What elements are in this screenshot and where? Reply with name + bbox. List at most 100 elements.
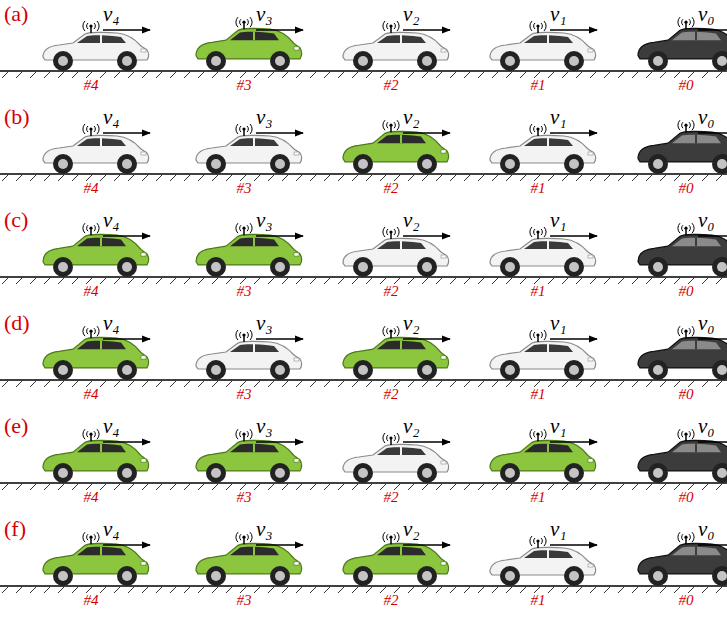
wheel — [417, 360, 437, 380]
wheel — [564, 154, 584, 174]
car-window — [230, 344, 279, 352]
velocity-arrow — [698, 338, 727, 339]
antenna-icon — [83, 429, 99, 441]
antenna-icon — [678, 326, 694, 338]
wheel — [648, 566, 668, 586]
car-icon — [638, 120, 727, 174]
hub — [122, 365, 132, 375]
wheel — [53, 51, 73, 71]
vehicle-number: #4 — [84, 284, 99, 299]
headlight — [294, 562, 299, 565]
hub — [211, 56, 221, 66]
wheel — [564, 51, 584, 71]
hub — [58, 262, 68, 272]
wheel — [417, 257, 437, 277]
velocity-label: v₃ — [256, 107, 273, 128]
wheel — [648, 154, 668, 174]
row-letter: (d) — [4, 312, 30, 334]
wheel — [206, 51, 226, 71]
vehicle-number: #0 — [679, 78, 694, 93]
antenna-icon — [678, 429, 694, 441]
velocity-arrow — [698, 235, 727, 236]
window-pillar — [547, 344, 549, 352]
hub — [569, 56, 579, 66]
car-window — [230, 547, 279, 556]
headlight — [294, 47, 299, 50]
antenna-icon — [383, 532, 399, 544]
hub — [275, 56, 285, 66]
hub — [569, 159, 579, 169]
wheel — [648, 257, 668, 277]
hub — [653, 159, 663, 169]
window-pillar — [695, 340, 697, 349]
road-hatch — [2, 278, 722, 284]
hub — [422, 365, 432, 375]
hub — [358, 159, 368, 169]
car-icon — [490, 536, 596, 586]
vehicle-number: #3 — [237, 490, 252, 505]
antenna-icon — [236, 17, 252, 29]
velocity-arrow — [403, 544, 450, 545]
headlight — [294, 152, 299, 155]
antenna-icon — [678, 532, 694, 544]
car-window — [672, 135, 721, 144]
velocity-arrow — [103, 132, 150, 133]
car-icon — [343, 532, 449, 586]
wheel — [117, 360, 137, 380]
wheel — [500, 51, 520, 71]
velocity-label: v₂ — [403, 313, 420, 334]
velocity-arrow — [698, 29, 727, 30]
hub — [569, 571, 579, 581]
wheel — [500, 463, 520, 483]
hub — [275, 365, 285, 375]
car-window — [77, 547, 126, 556]
vehicle-number: #2 — [384, 593, 399, 608]
wheel — [206, 566, 226, 586]
window-pillar — [547, 138, 549, 146]
wheel — [206, 463, 226, 483]
hub — [717, 365, 727, 375]
vehicle-number: #1 — [531, 387, 546, 402]
window-pillar — [100, 35, 102, 43]
wheel — [500, 154, 520, 174]
wheel — [117, 566, 137, 586]
car-icon — [343, 21, 449, 71]
antenna-icon — [236, 223, 252, 235]
hub — [422, 262, 432, 272]
antenna-icon — [236, 532, 252, 544]
velocity-label: v₃ — [256, 210, 273, 231]
wheel — [353, 51, 373, 71]
road-hatch — [2, 587, 722, 593]
hub — [58, 365, 68, 375]
hub — [505, 262, 515, 272]
velocity-label: v₂ — [403, 4, 420, 25]
platoon-row — [0, 532, 727, 593]
hub — [422, 56, 432, 66]
velocity-label: v₁ — [550, 519, 567, 540]
hub — [58, 571, 68, 581]
headlight — [141, 49, 146, 52]
hub — [653, 262, 663, 272]
car-window — [672, 238, 721, 247]
antenna-icon — [383, 227, 399, 239]
car-icon — [638, 532, 727, 586]
car-icon — [638, 326, 727, 380]
window-pillar — [695, 237, 697, 246]
velocity-arrow — [698, 132, 727, 133]
headlight — [141, 356, 146, 359]
hub — [122, 571, 132, 581]
headlight — [588, 564, 593, 567]
road-hatch — [2, 175, 722, 181]
vehicle-number: #3 — [237, 181, 252, 196]
wheel — [206, 257, 226, 277]
hub — [211, 159, 221, 169]
window-pillar — [400, 546, 402, 555]
platoon-row — [0, 120, 727, 181]
velocity-arrow — [403, 29, 450, 30]
wheel — [648, 463, 668, 483]
vehicle-number: #2 — [384, 284, 399, 299]
antenna-icon — [383, 326, 399, 338]
velocity-arrow — [550, 235, 597, 236]
vehicle-number: #0 — [679, 593, 694, 608]
